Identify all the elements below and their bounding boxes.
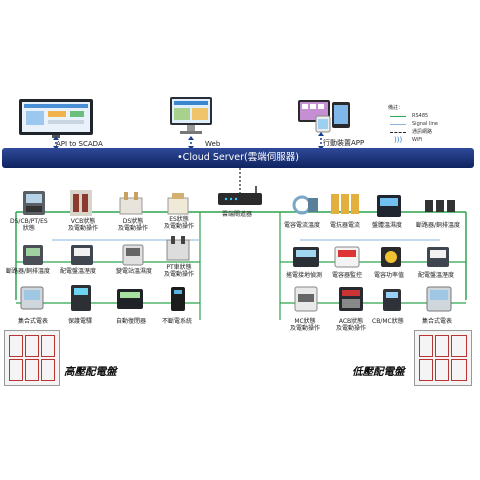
left-row2-label-4: PT車狀態及電動操作 bbox=[164, 264, 195, 278]
substation-humidity-sensor bbox=[122, 244, 144, 266]
right-row3-label-2: ACB狀態及電動操作 bbox=[336, 318, 367, 332]
left-row3-label-1: 集合式電表 bbox=[18, 318, 49, 325]
capacitor-current-sensor bbox=[292, 194, 320, 216]
reactor-current-sensor bbox=[330, 192, 360, 216]
busbar-temp-sensor-right bbox=[424, 196, 460, 216]
auto-recloser bbox=[116, 288, 144, 310]
left-row1-label-3: DS狀態及電動操作 bbox=[118, 218, 149, 232]
wifi-icon: ))) bbox=[394, 136, 403, 144]
ds-cb-pt-es-status-device bbox=[22, 190, 46, 216]
web-computer bbox=[168, 96, 214, 138]
legend-title: 備註： bbox=[388, 105, 404, 111]
left-row3-label-2: 保護電驛 bbox=[68, 318, 93, 325]
legend-item-wifi: ))) WiFi bbox=[394, 136, 423, 144]
low-voltage-panel-drawing bbox=[414, 330, 472, 386]
gateway-router bbox=[216, 186, 264, 210]
left-row2-label-2: 配電盤溫溼度 bbox=[60, 268, 97, 275]
ups-system bbox=[170, 286, 186, 312]
left-row1-label-2: VCB狀態及電動操作 bbox=[68, 218, 99, 232]
acb-breaker bbox=[338, 286, 364, 312]
app-label: 行動裝置APP bbox=[323, 139, 365, 147]
multi-meter-left bbox=[20, 286, 44, 310]
left-row2-label-3: 變電站溫濕度 bbox=[116, 268, 153, 275]
left-row3-label-3: 自動復閉器 bbox=[116, 318, 147, 325]
web-label: Web bbox=[205, 140, 221, 148]
capacitor-monitor bbox=[334, 246, 360, 268]
high-voltage-panel-drawing bbox=[4, 330, 60, 386]
right-row1-label-2: 電抗器電流 bbox=[330, 222, 361, 229]
right-row2-label-1: 搖電接地偵測 bbox=[286, 272, 323, 279]
panel-humidity-sensor-right bbox=[426, 246, 450, 268]
pt-truck-device bbox=[166, 236, 190, 262]
right-row1-label-4: 斷路器/銅排溫度 bbox=[416, 222, 461, 229]
right-row3-label-3: CB/MC狀態 bbox=[372, 318, 404, 325]
panel-humidity-sensor bbox=[70, 244, 94, 266]
cb-mc-status-module bbox=[382, 288, 402, 312]
left-row1-label-4: ES狀態及電動操作 bbox=[164, 216, 195, 230]
vcb-device bbox=[68, 190, 94, 216]
scada-label: API to SCADA bbox=[56, 140, 103, 148]
right-row2-label-2: 電容器監控 bbox=[332, 272, 363, 279]
ds-device bbox=[118, 190, 144, 216]
scada-monitor bbox=[18, 98, 94, 138]
right-row3-label-4: 集合式電表 bbox=[422, 318, 453, 325]
es-device bbox=[166, 192, 190, 216]
right-row1-label-3: 盤體溫濕度 bbox=[372, 222, 403, 229]
protection-relay bbox=[70, 284, 92, 312]
multi-meter-right bbox=[426, 286, 452, 312]
right-row2-label-3: 電容功率值 bbox=[374, 272, 405, 279]
legend: 備註： RS485 Signal line 通訊網路 ))) WiFi bbox=[388, 104, 474, 154]
low-voltage-panel-label: 低壓配電盤 bbox=[352, 366, 405, 378]
high-voltage-panel-label: 高壓配電盤 bbox=[64, 366, 117, 378]
cabinet-humidity-meter bbox=[376, 194, 402, 218]
left-row2-label-1: 斷路器/銅排溫度 bbox=[6, 268, 51, 275]
right-row1-label-1: 電容電流溫度 bbox=[284, 222, 321, 229]
mc-contactor bbox=[294, 286, 318, 312]
cloud-server-bar: •Cloud Server(雲端伺服器) bbox=[2, 148, 474, 168]
capacitor-power-meter bbox=[380, 246, 402, 268]
ground-fault-detector bbox=[292, 246, 320, 268]
right-row3-label-1: MC狀態及電動操作 bbox=[290, 318, 321, 332]
gateway-label: 雲端閘道器 bbox=[222, 211, 253, 218]
left-row3-label-4: 不斷電系統 bbox=[162, 318, 193, 325]
busbar-temp-sensor bbox=[22, 244, 44, 266]
legend-item-network: 通訊網路 bbox=[388, 128, 474, 136]
legend-item-rs485: RS485 bbox=[388, 112, 474, 120]
legend-item-signal: Signal line bbox=[388, 120, 474, 128]
mobile-devices bbox=[298, 98, 354, 134]
right-row2-label-4: 配電盤溫溼度 bbox=[418, 272, 455, 279]
